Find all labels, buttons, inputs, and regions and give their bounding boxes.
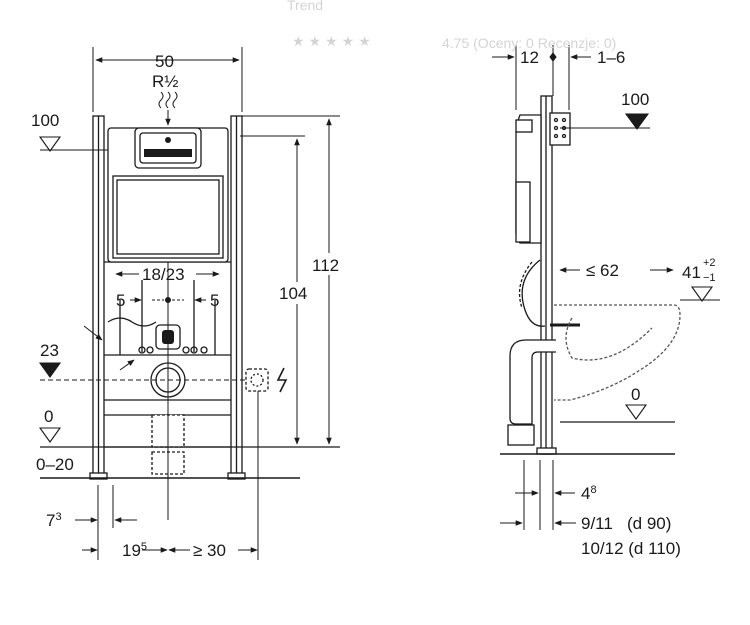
offset-right-label: 5 [210,291,219,310]
height-104-label: 104 [279,284,307,303]
faded-trend-label: Trend [287,0,324,13]
frame-post-left [89,115,108,480]
level-marker-100-side [624,113,650,130]
level-100-side-label: 100 [621,90,649,109]
seat-height-plus: +2 [703,257,716,269]
pipe-label-2: 10/12 (d 110) [581,539,681,558]
bottom-left-label: 73 [46,511,62,530]
electric-icon [276,367,288,393]
supply-label: R½ [152,72,178,91]
faded-rating-stars: ★★★★★ [292,33,375,49]
pipe-label-1: 9/11 (d 90) [581,514,671,533]
side-bottom-label: 48 [581,484,597,503]
level-23-front-label: 23 [40,341,59,360]
adjust-label: 1–6 [597,48,625,67]
level-0-front-label: 0 [44,407,53,426]
side-flush-plate [549,112,571,146]
inner-width-label: 18/23 [142,265,185,284]
frame-post-right [227,115,246,480]
front-view [40,115,340,480]
side-view [500,95,681,455]
electrical-box [245,368,269,392]
depth-label: 12 [520,48,539,67]
bowl-reach-label: ≤ 62 [586,261,619,280]
level-marker-0-side [624,404,648,420]
floor-range-label: 0–20 [36,455,74,474]
height-112-label: 112 [312,256,339,275]
offset-left-label: 5 [116,291,125,310]
bottom-right-label: ≥ 30 [193,541,226,560]
bottom-mid-label: 195 [122,541,147,560]
level-marker-0-front [38,427,62,443]
seat-height-minus: −1 [703,272,716,284]
level-marker-100-front [38,136,62,152]
width-label: 50 [155,52,174,71]
level-0-side-label: 0 [631,385,640,404]
seat-height-label: 41 [682,263,701,282]
faded-rating-text: 4.75 (Oceny: 0 Recenzje: 0) [442,35,617,51]
level-marker-23-front [38,362,62,378]
level-100-front-label: 100 [31,111,59,130]
level-marker-seat-side [690,286,714,302]
